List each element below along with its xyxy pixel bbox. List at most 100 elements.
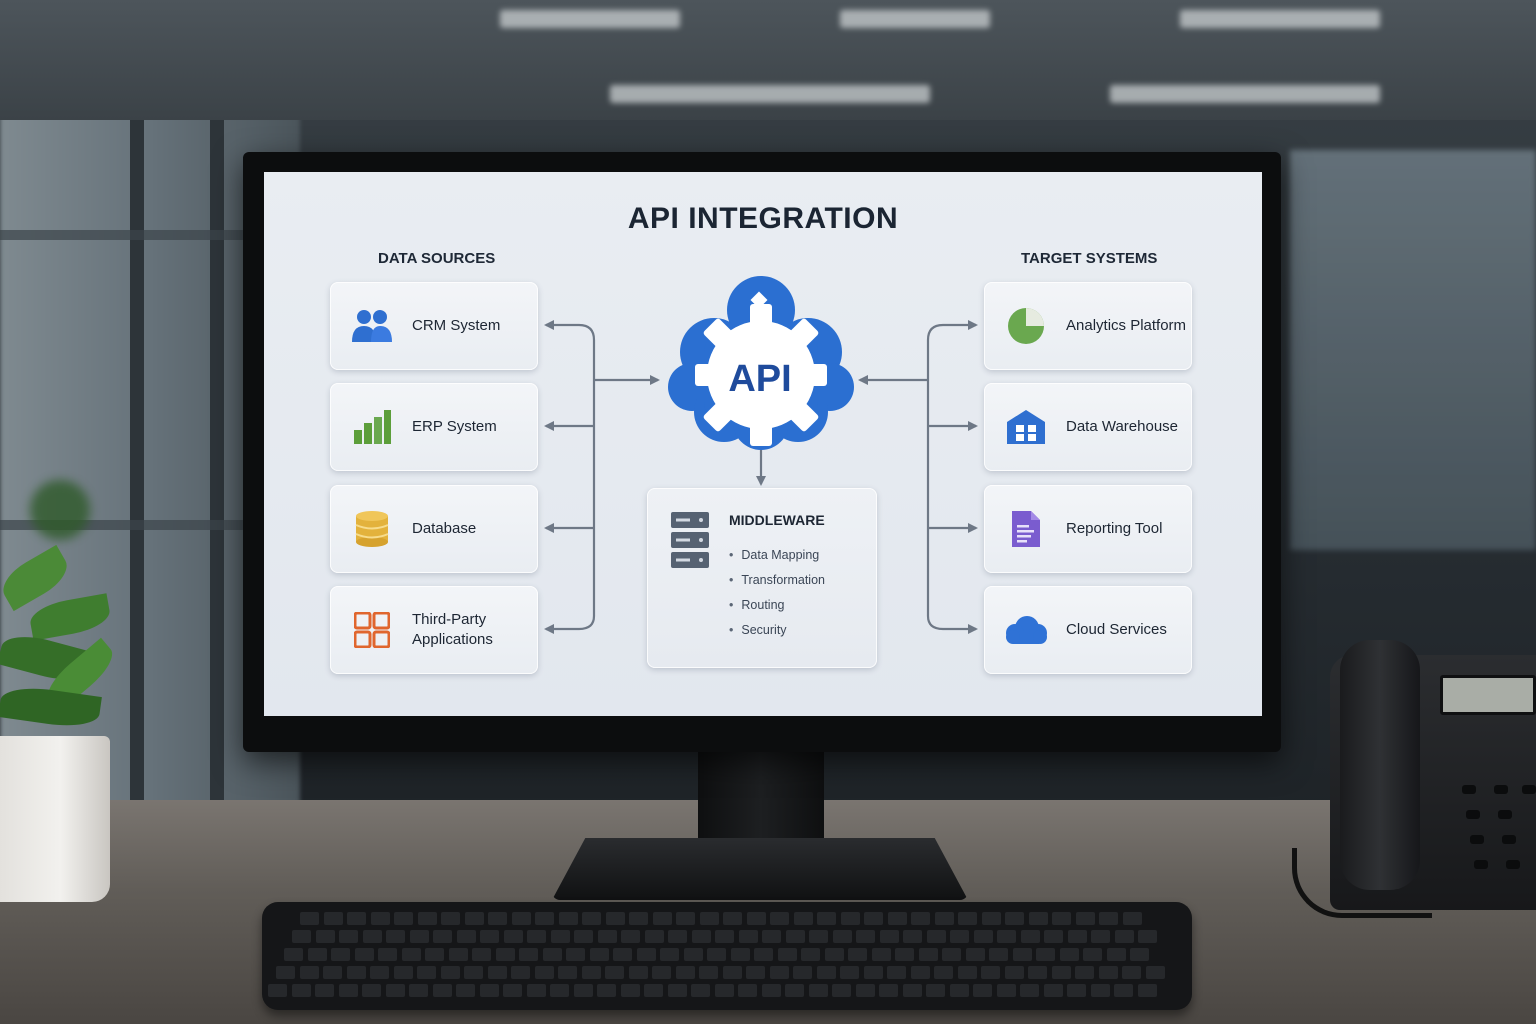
phone-key (1474, 860, 1488, 869)
keyboard-key (1114, 930, 1134, 943)
keyboard-key (1090, 984, 1110, 997)
background-plant (30, 480, 90, 540)
phone-key (1522, 785, 1536, 794)
keyboard-key (675, 966, 695, 979)
keyboard-key (989, 948, 1008, 961)
keyboard-key (887, 912, 907, 925)
keyboard-key (1138, 930, 1157, 943)
keyboard-key (566, 948, 585, 961)
keyboard-key (958, 912, 977, 925)
keyboard-key (621, 930, 640, 943)
keyboard-key (362, 930, 382, 943)
keyboard-key (385, 984, 405, 997)
grid-apps-icon (348, 606, 396, 654)
keyboard-key (746, 912, 766, 925)
keyboard-key (1067, 930, 1087, 943)
keyboard-key (1067, 984, 1086, 997)
keyboard-key (691, 984, 710, 997)
middleware-item: Transformation (729, 573, 825, 598)
keyboard-key (855, 984, 875, 997)
keyboard-key (433, 930, 452, 943)
keyboard-key (535, 912, 554, 925)
keyboard-key (307, 948, 327, 961)
keyboard-key (464, 966, 483, 979)
keyboard-key (354, 948, 374, 961)
keyboard-key (268, 984, 287, 997)
middleware-card[interactable]: MIDDLEWARE Data Mapping Transformation R… (647, 488, 877, 668)
keyboard-key (1091, 930, 1110, 943)
target-label: Reporting Tool (1066, 519, 1163, 537)
target-card-cloud[interactable]: Cloud Services (984, 586, 1192, 674)
phone-handset (1340, 640, 1420, 890)
keyboard-key (785, 930, 805, 943)
keyboard-key (738, 930, 758, 943)
arrow-to-third-party (544, 615, 596, 634)
keyboard-key (683, 948, 703, 961)
keyboard-key (1043, 984, 1063, 997)
keyboard-key (950, 930, 969, 943)
keyboard-key (934, 912, 954, 925)
keyboard-key (816, 966, 836, 979)
keyboard-key (378, 948, 397, 961)
keyboard-key (848, 948, 867, 961)
keyboard-key (879, 930, 899, 943)
keyboard-key (503, 984, 522, 997)
keyboard-key (393, 966, 413, 979)
monitor-stand-base (552, 838, 968, 900)
users-icon (348, 302, 396, 350)
keyboard-key (558, 912, 578, 925)
keyboard-key (315, 930, 335, 943)
ceiling-light (840, 10, 990, 28)
ceiling-light (500, 10, 680, 28)
keyboard-key (863, 966, 883, 979)
keyboard-key (409, 930, 429, 943)
phone-display (1440, 675, 1536, 715)
keyboard-key (785, 984, 804, 997)
source-label: Database (412, 519, 477, 537)
keyboard-key (472, 948, 491, 961)
keyboard-key (1020, 984, 1039, 997)
keyboard-key (511, 912, 531, 925)
target-card-analytics[interactable]: Analytics Platform (984, 282, 1192, 370)
keyboard-key (628, 966, 648, 979)
keyboard-key (911, 912, 930, 925)
keyboard-key (864, 912, 883, 925)
keyboard-key (926, 984, 945, 997)
target-label: Cloud Services (1066, 620, 1167, 638)
keyboard-key (1052, 912, 1071, 925)
keyboard-key (480, 930, 499, 943)
keyboard-key (832, 930, 852, 943)
keyboard-key (394, 912, 413, 925)
monitor-screen: API INTEGRATION DATA SOURCES TARGET SYST… (264, 172, 1262, 716)
keyboard-key (409, 984, 428, 997)
middleware-item: Data Mapping (729, 548, 825, 573)
source-card-erp[interactable]: ERP System (330, 383, 538, 471)
keyboard-key (323, 966, 342, 979)
keyboard-key (456, 930, 476, 943)
keyboard-key (605, 912, 625, 925)
keyboard-key (730, 948, 750, 961)
source-card-crm[interactable]: CRM System (330, 282, 538, 370)
target-card-warehouse[interactable]: Data Warehouse (984, 383, 1192, 471)
keyboard-key (793, 912, 813, 925)
keyboard-key (714, 984, 734, 997)
keyboard-key (1122, 966, 1141, 979)
keyboard-key (456, 984, 475, 997)
keyboard-key (519, 948, 538, 961)
keyboard-key (370, 966, 389, 979)
keyboard-key (903, 930, 922, 943)
target-card-reporting[interactable]: Reporting Tool (984, 485, 1192, 573)
keyboard-key (1075, 912, 1095, 925)
source-card-database[interactable]: Database (330, 485, 538, 573)
keyboard-key (770, 912, 789, 925)
bar-chart-icon (348, 403, 396, 451)
keyboard-key (879, 984, 898, 997)
keyboard-key (574, 930, 593, 943)
keyboard-key (887, 966, 906, 979)
keyboard-key (417, 966, 436, 979)
middleware-item: Security (729, 623, 825, 648)
keyboard-key (644, 984, 663, 997)
source-card-third-party[interactable]: Third-Party Applications (330, 586, 538, 674)
keyboard-key (448, 948, 468, 961)
keyboard-key (668, 930, 687, 943)
